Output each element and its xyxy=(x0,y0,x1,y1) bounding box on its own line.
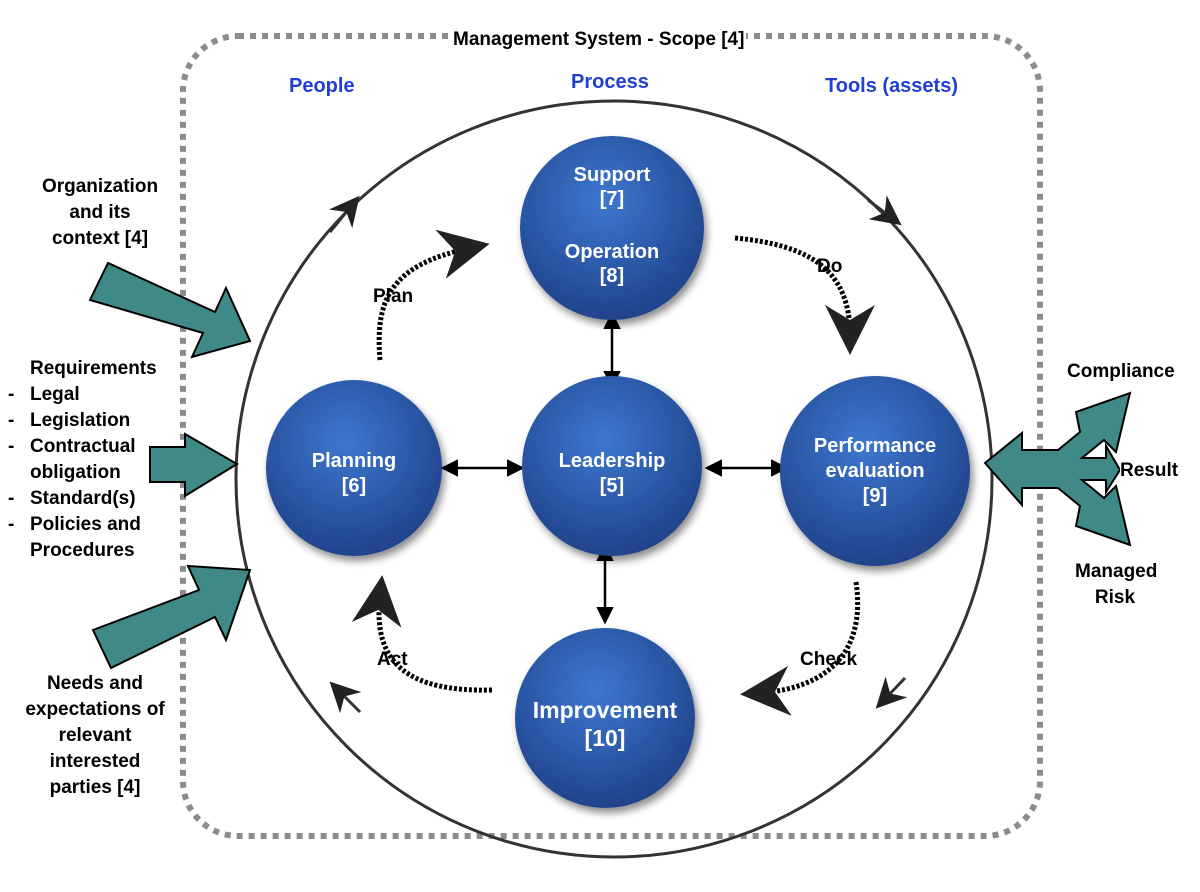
input-requirements-text: Requirements -Legal -Legislation -Contra… xyxy=(8,356,188,564)
cycle-label-act: Act xyxy=(377,649,408,670)
header-tools: Tools (assets) xyxy=(825,75,958,97)
node-improvement xyxy=(515,628,695,808)
output-managed-risk: Managed Risk xyxy=(1075,561,1158,608)
performance-label: Performance evaluation [9] xyxy=(813,435,937,507)
operation-label: Operation [8] xyxy=(564,241,660,287)
input-arrow-context xyxy=(88,261,252,359)
outer-arrow-bottom-right xyxy=(875,676,908,709)
node-performance xyxy=(780,376,970,566)
improvement-label: Improvement [10] xyxy=(532,697,678,751)
outer-arrow-top-right xyxy=(867,195,902,226)
outer-cycle-circle xyxy=(234,99,994,859)
input-needs-text: Needs and expectations of relevant inter… xyxy=(25,673,165,798)
outer-arrow-bottom-left xyxy=(329,681,362,714)
node-support-operation xyxy=(520,136,704,320)
planning-label: Planning [6] xyxy=(311,450,397,497)
scope-title: Management System - Scope [4] xyxy=(451,29,747,51)
node-planning xyxy=(266,380,442,556)
node-leadership xyxy=(522,376,702,556)
header-people: People xyxy=(289,75,355,97)
act-arrow xyxy=(351,575,493,693)
outer-arrow-top-left xyxy=(328,195,360,233)
output-result: Result xyxy=(1120,460,1179,482)
support-label: Support [7] xyxy=(573,164,651,210)
do-arrow xyxy=(734,235,875,355)
input-arrow-requirements xyxy=(149,432,239,498)
input-arrow-needs xyxy=(91,564,252,670)
output-arrow-bundle xyxy=(983,391,1132,547)
plan-arrow xyxy=(376,229,490,361)
requirements-title: Requirements xyxy=(30,358,157,379)
input-context-text: Organization and its context [4] xyxy=(41,176,159,249)
output-compliance: Compliance xyxy=(1067,361,1175,382)
check-arrow xyxy=(740,581,861,716)
cycle-label-check: Check xyxy=(800,649,858,670)
leadership-label: Leadership [5] xyxy=(558,450,666,497)
cycle-label-do: Do xyxy=(817,256,843,277)
cycle-label-plan: Plan xyxy=(373,286,414,307)
header-process: Process xyxy=(571,71,649,93)
